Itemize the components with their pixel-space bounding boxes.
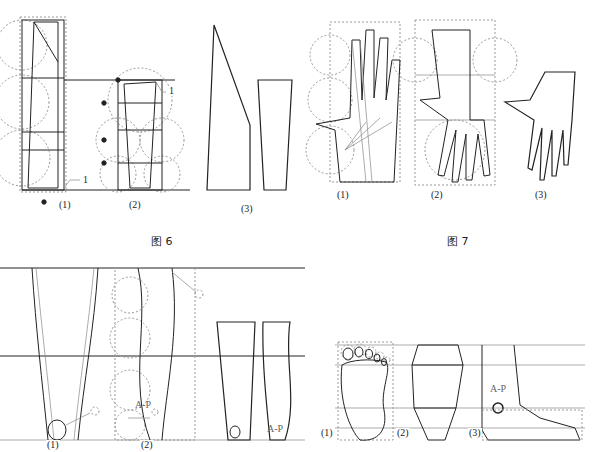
anatomy-label: A-P [489, 384, 507, 394]
figure-part-label: (3) [468, 428, 482, 438]
figure-part-label: (1) [320, 428, 334, 438]
anatomy-label: A-P [266, 424, 284, 434]
figure-part-label: (3) [534, 190, 548, 200]
figure-part-label: (2) [128, 200, 142, 210]
figure-part-label: (1) [46, 440, 60, 450]
figure-part-label: (1) [336, 190, 350, 200]
figure-part-label: (3) [240, 204, 254, 214]
callout-number: 1 [168, 86, 175, 96]
figure-part-label: (2) [140, 440, 154, 450]
anatomy-label: A-P [134, 400, 152, 410]
figure-part-label: (2) [430, 190, 444, 200]
callout-number: 1 [82, 175, 89, 185]
figure-part-label: (1) [58, 200, 72, 210]
figure-number: 图 6 [150, 236, 174, 247]
figure-number: 图 7 [446, 236, 470, 247]
figure-part-label: (2) [396, 428, 410, 438]
